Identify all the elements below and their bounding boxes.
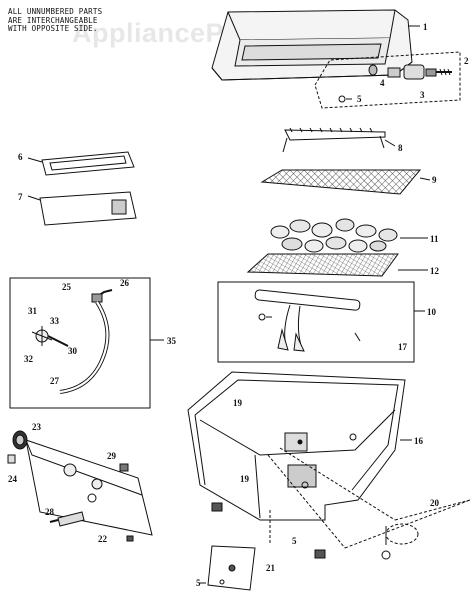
- note-line-1: ALL UNNUMBERED PARTS: [8, 7, 103, 16]
- callout-31: 31: [28, 306, 38, 316]
- callout-29: 29: [107, 451, 117, 461]
- screw-part-5-top[interactable]: [338, 95, 352, 103]
- burner-assembly[interactable]: [217, 281, 415, 363]
- callout-33: 33: [50, 316, 60, 326]
- callout-19-upper: 19: [233, 398, 243, 408]
- warming-rack-part[interactable]: [282, 127, 386, 153]
- callout-19-lower: 19: [240, 474, 250, 484]
- leader-8: [384, 139, 396, 147]
- callout-5-bottom: 5: [196, 578, 201, 588]
- callout-8: 8: [398, 143, 403, 153]
- dashed-leaders: [267, 447, 471, 549]
- callout-5-top: 5: [357, 94, 362, 104]
- callout-25: 25: [62, 282, 72, 292]
- control-panel-part[interactable]: [25, 439, 153, 542]
- gasket-part-20[interactable]: [381, 523, 419, 560]
- washer-part-24[interactable]: [7, 454, 16, 464]
- callout-16: 16: [414, 436, 424, 446]
- control-knob-part-23[interactable]: [12, 430, 28, 450]
- callout-5-mid: 5: [292, 536, 297, 546]
- callout-10: 10: [427, 307, 437, 317]
- callout-1: 1: [423, 22, 428, 32]
- callout-7: 7: [18, 192, 23, 202]
- callout-26: 26: [120, 278, 130, 288]
- callout-35: 35: [167, 336, 177, 346]
- callout-11: 11: [430, 234, 439, 244]
- callout-4: 4: [380, 78, 385, 88]
- briquette-grate-part[interactable]: [246, 253, 399, 277]
- callout-20: 20: [430, 498, 440, 508]
- callout-22: 22: [98, 534, 108, 544]
- callout-17: 17: [398, 342, 408, 352]
- callout-30: 30: [68, 346, 78, 356]
- handle-assembly[interactable]: [314, 51, 461, 109]
- briquettes-part[interactable]: [270, 218, 398, 253]
- panel-part-6[interactable]: [27, 151, 135, 176]
- note-line-2: ARE INTERCHANGEABLE: [8, 15, 98, 25]
- callout-28: 28: [45, 507, 55, 517]
- foot-right[interactable]: [314, 549, 326, 559]
- callout-23: 23: [32, 422, 42, 432]
- callout-32: 32: [24, 354, 34, 364]
- note-line-3: WITH OPPOSITE SIDE.: [8, 24, 98, 33]
- plate-part-21[interactable]: [200, 545, 256, 591]
- screw-part-29[interactable]: [119, 463, 129, 472]
- valve-assembly-box[interactable]: [9, 277, 151, 409]
- panel-part-7[interactable]: [27, 191, 137, 226]
- callout-3: 3: [420, 90, 425, 100]
- leader-9: [419, 177, 431, 181]
- callout-2: 2: [464, 56, 469, 66]
- callout-27: 27: [50, 376, 60, 386]
- interchangeable-parts-note: ALL UNNUMBERED PARTS ARE INTERCHANGEABLE…: [8, 7, 103, 34]
- callout-9: 9: [432, 175, 437, 185]
- firebox-part[interactable]: [187, 371, 406, 521]
- callout-6: 6: [18, 152, 23, 162]
- cooking-grid-part[interactable]: [260, 169, 422, 195]
- igniter-part-28[interactable]: [49, 511, 85, 527]
- lid-part[interactable]: [211, 9, 413, 81]
- callout-12: 12: [430, 266, 440, 276]
- callout-21: 21: [266, 563, 276, 573]
- foot-left[interactable]: [211, 502, 223, 512]
- callout-24: 24: [8, 474, 18, 484]
